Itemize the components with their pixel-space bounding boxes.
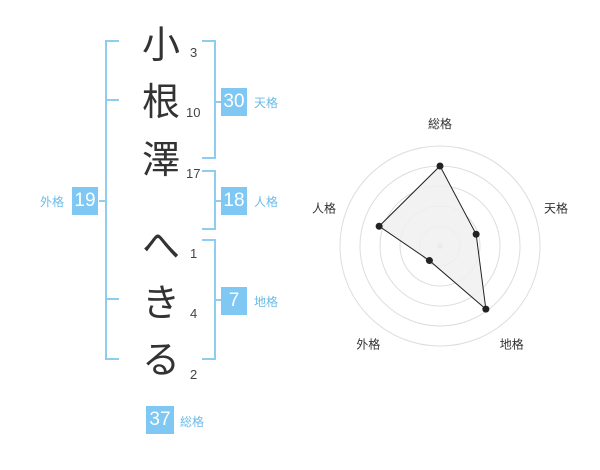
radar-series-polygon xyxy=(378,165,487,311)
tenkaku-badge: 30 xyxy=(221,88,247,116)
name-char-1: 小 xyxy=(141,23,180,67)
radar-axis-label-5: 人格 xyxy=(312,200,336,215)
chikaku-tick xyxy=(215,299,222,301)
stroke-count-5: 4 xyxy=(190,306,198,321)
radar-axis-label-4: 外格 xyxy=(356,337,380,352)
soukaku-label: 総格 xyxy=(180,415,205,429)
stroke-count-4: 1 xyxy=(190,246,198,261)
name-char-5: き xyxy=(141,281,180,325)
chikaku-badge: 7 xyxy=(221,287,247,315)
jinkaku-tick xyxy=(215,200,222,202)
radar-point-5 xyxy=(375,222,383,230)
jinkaku-label: 人格 xyxy=(254,195,279,209)
soukaku-badge: 37 xyxy=(146,406,174,434)
name-char-4: へ xyxy=(141,224,180,268)
stroke-count-2: 10 xyxy=(186,105,201,120)
stroke-count-6: 2 xyxy=(190,367,198,382)
tenkaku-bracket xyxy=(202,40,216,159)
chikaku-label: 地格 xyxy=(254,295,279,309)
radar-ring xyxy=(339,145,541,347)
radar-axis-label-2: 天格 xyxy=(544,200,568,215)
radar-point-3 xyxy=(482,305,490,313)
radar-point-2 xyxy=(472,230,480,238)
gaikaku-label: 外格 xyxy=(40,195,65,209)
gaikaku-tick xyxy=(99,200,107,202)
name-char-3: 澤 xyxy=(141,138,180,182)
radar-axis-label-1: 総格 xyxy=(428,116,452,131)
radar-point-4 xyxy=(425,257,433,265)
name-char-6: る xyxy=(141,338,180,382)
jinkaku-badge: 18 xyxy=(221,187,247,215)
radar-point-1 xyxy=(436,162,444,170)
radar-axis-label-3: 地格 xyxy=(500,337,524,352)
gaikaku-badge: 19 xyxy=(72,187,98,215)
tenkaku-tick xyxy=(215,101,222,103)
name-char-2: 根 xyxy=(141,80,180,124)
stroke-count-1: 3 xyxy=(190,45,198,60)
gaikaku-tick-upper xyxy=(105,99,119,101)
stroke-count-3: 17 xyxy=(186,166,201,181)
gaikaku-tick-lower xyxy=(105,298,119,300)
tenkaku-label: 天格 xyxy=(254,96,279,110)
